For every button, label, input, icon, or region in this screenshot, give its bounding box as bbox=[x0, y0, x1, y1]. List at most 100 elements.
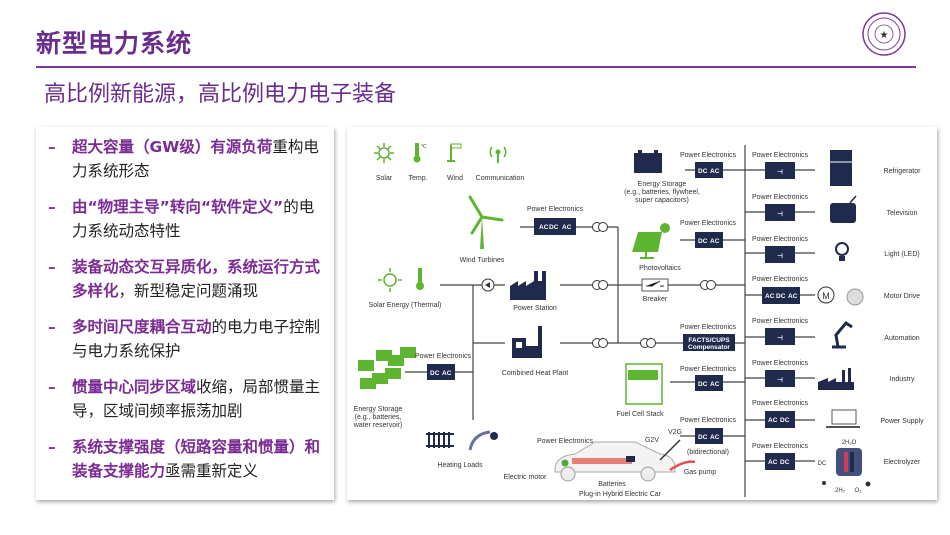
svg-text:Power Electronics: Power Electronics bbox=[752, 318, 809, 325]
svg-text:DC: DC bbox=[780, 459, 790, 466]
power-system-diagram: Solar °C Temp. Wind Communication Wind T… bbox=[353, 143, 924, 498]
bidirectional-label: (bidirectional) bbox=[687, 449, 729, 456]
thermometer-icon bbox=[413, 143, 421, 163]
electrolyzer-icon bbox=[822, 448, 871, 487]
bullet-dash: – bbox=[48, 378, 56, 396]
combined-heat-plant-icon bbox=[512, 326, 542, 358]
power-electronics-label: Power Electronics bbox=[537, 438, 594, 445]
bullet-dash: – bbox=[48, 258, 56, 276]
energy-storage-label: Energy Storage bbox=[354, 406, 403, 413]
power-supply-label: Power Supply bbox=[880, 418, 924, 425]
robot-arm-icon bbox=[832, 321, 853, 349]
sun-icon bbox=[374, 143, 394, 163]
power-electronics-label: Power Electronics bbox=[680, 220, 737, 227]
television-icon bbox=[830, 195, 857, 223]
power-system-diagram-panel: Solar °C Temp. Wind Communication Wind T… bbox=[347, 127, 937, 500]
svg-text:★: ★ bbox=[880, 30, 889, 41]
transformer-icons bbox=[592, 222, 716, 348]
energy-storage-label: water reservoir) bbox=[353, 422, 403, 429]
svg-text:Power Electronics: Power Electronics bbox=[752, 152, 809, 159]
svg-text:AC: AC bbox=[442, 370, 452, 377]
refrigerator-label: Refrigerator bbox=[884, 168, 922, 175]
communication-label: Communication bbox=[476, 175, 525, 182]
electrolyzer-label: Electrolyzer bbox=[884, 459, 921, 466]
bullet-dash: – bbox=[48, 198, 56, 216]
automation-label: Automation bbox=[884, 335, 920, 342]
bullet-text: 重构电力系统形态 bbox=[72, 138, 319, 180]
load-converters: Power Electronics ⊣ Power Electronics ⊣ Po… bbox=[752, 152, 809, 470]
bullet-emphasis: 超大容量（GW级）有源负荷 bbox=[72, 138, 273, 156]
temp-label: Temp. bbox=[408, 175, 427, 182]
svg-text:AC: AC bbox=[788, 293, 798, 300]
h2o-label: 2H₂O bbox=[842, 440, 857, 446]
svg-text:Power Electronics: Power Electronics bbox=[752, 400, 809, 407]
bullet-emphasis: 由“物理主导”转向“软件定义” bbox=[72, 198, 284, 216]
bullet-item: –系统支撑强度（短路容量和惯量）和装备支撑能力亟需重新定义 bbox=[48, 435, 328, 483]
bullet-item: –多时间尺度耦合互动的电力电子控制与电力系统保护 bbox=[48, 315, 328, 363]
phev-label: Plug-in Hybrid Electric Car bbox=[579, 491, 662, 498]
svg-text:Power Electronics: Power Electronics bbox=[752, 443, 809, 450]
bullet-dash: – bbox=[48, 138, 56, 156]
photovoltaics-icon bbox=[632, 223, 670, 259]
dc-label: DC bbox=[818, 461, 827, 467]
svg-text:Compensator: Compensator bbox=[688, 344, 730, 351]
bullet-text: 的电力电子控制与电力系统保护 bbox=[72, 318, 321, 360]
windsock-icon bbox=[447, 143, 462, 162]
bullet-text: 收缩，局部惯量主导，区域间频率振荡加剧 bbox=[72, 378, 321, 420]
solar-label: Solar bbox=[376, 175, 393, 182]
page-subtitle: 高比例新能源，高比例电力电子装备 bbox=[44, 82, 397, 107]
battery-icon bbox=[634, 150, 662, 173]
pump-icon bbox=[481, 278, 495, 292]
energy-storage-label: super capacitors) bbox=[635, 197, 689, 204]
university-seal-logo: ★ bbox=[862, 12, 906, 56]
bullet-emphasis: 系统支撑强度（短路容量和惯量）和装备支撑能力 bbox=[72, 438, 321, 480]
light-led-label: Light (LED) bbox=[884, 251, 919, 258]
gas-pump-label: Gas pump bbox=[684, 469, 716, 476]
bullet-text: ，新型稳定问题涌现 bbox=[118, 282, 259, 300]
bullet-item: –惯量中心同步区域收缩，局部惯量主导，区域间频率振荡加剧 bbox=[48, 375, 328, 423]
svg-text:⊣: ⊣ bbox=[777, 376, 783, 384]
motor-icon: M bbox=[817, 286, 864, 306]
load-labels: Refrigerator Television Light (LED) Moto… bbox=[880, 168, 924, 466]
svg-text:⊣: ⊣ bbox=[777, 168, 783, 176]
power-electronics-label: Power Electronics bbox=[680, 366, 737, 373]
shower-icon bbox=[468, 430, 498, 451]
bullet-item: –装备动态交互异质化，系统运行方式多样化，新型稳定问题涌现 bbox=[48, 255, 328, 303]
svg-text:DC: DC bbox=[698, 434, 708, 441]
svg-text:AC: AC bbox=[710, 381, 720, 388]
svg-text:AC: AC bbox=[710, 434, 720, 441]
svg-text:AC: AC bbox=[710, 238, 720, 245]
energy-storage-label: (e.g., batteries, flywheel, bbox=[624, 189, 700, 196]
svg-text:Power Electronics: Power Electronics bbox=[752, 194, 809, 201]
solar-thermal-label: Solar Energy (Thermal) bbox=[369, 302, 442, 309]
g2v-label: G2V bbox=[645, 437, 659, 444]
fuel-cell-label: Fuel Cell Stack bbox=[616, 411, 664, 418]
wind-turbine-icon bbox=[468, 195, 504, 249]
power-station-icon bbox=[510, 271, 546, 300]
o2-label: O₂ bbox=[855, 488, 863, 494]
combined-heat-plant-label: Combined Heat Plant bbox=[502, 370, 569, 377]
television-label: Television bbox=[887, 210, 918, 217]
wind-label: Wind bbox=[447, 175, 463, 182]
v2g-label: V2G bbox=[668, 429, 682, 436]
energy-storage-label: Energy Storage bbox=[638, 181, 687, 188]
antenna-icon bbox=[489, 146, 507, 163]
h2-label: 2H₂ bbox=[835, 488, 846, 494]
laptop-icon bbox=[826, 409, 860, 428]
svg-text:DC: DC bbox=[780, 417, 790, 424]
industry-label: Industry bbox=[890, 376, 915, 383]
svg-text:AC: AC bbox=[539, 224, 549, 231]
bullet-panel: –超大容量（GW级）有源负荷重构电力系统形态 –由“物理主导”转向“软件定义”的… bbox=[36, 127, 334, 500]
fuel-cell-stack-icon bbox=[625, 363, 663, 405]
solar-thermal-icon bbox=[378, 268, 424, 292]
page-title: 新型电力系统 bbox=[36, 29, 193, 58]
bullet-text: 的电力系统动态特性 bbox=[72, 198, 315, 240]
bullet-item: –由“物理主导”转向“软件定义”的电力系统动态特性 bbox=[48, 195, 328, 243]
power-electronics-label: Power Electronics bbox=[527, 206, 584, 213]
bullet-emphasis: 惯量中心同步区域 bbox=[72, 378, 197, 396]
factory-icon bbox=[818, 368, 854, 390]
electric-motor-label: Electric motor bbox=[504, 474, 547, 481]
